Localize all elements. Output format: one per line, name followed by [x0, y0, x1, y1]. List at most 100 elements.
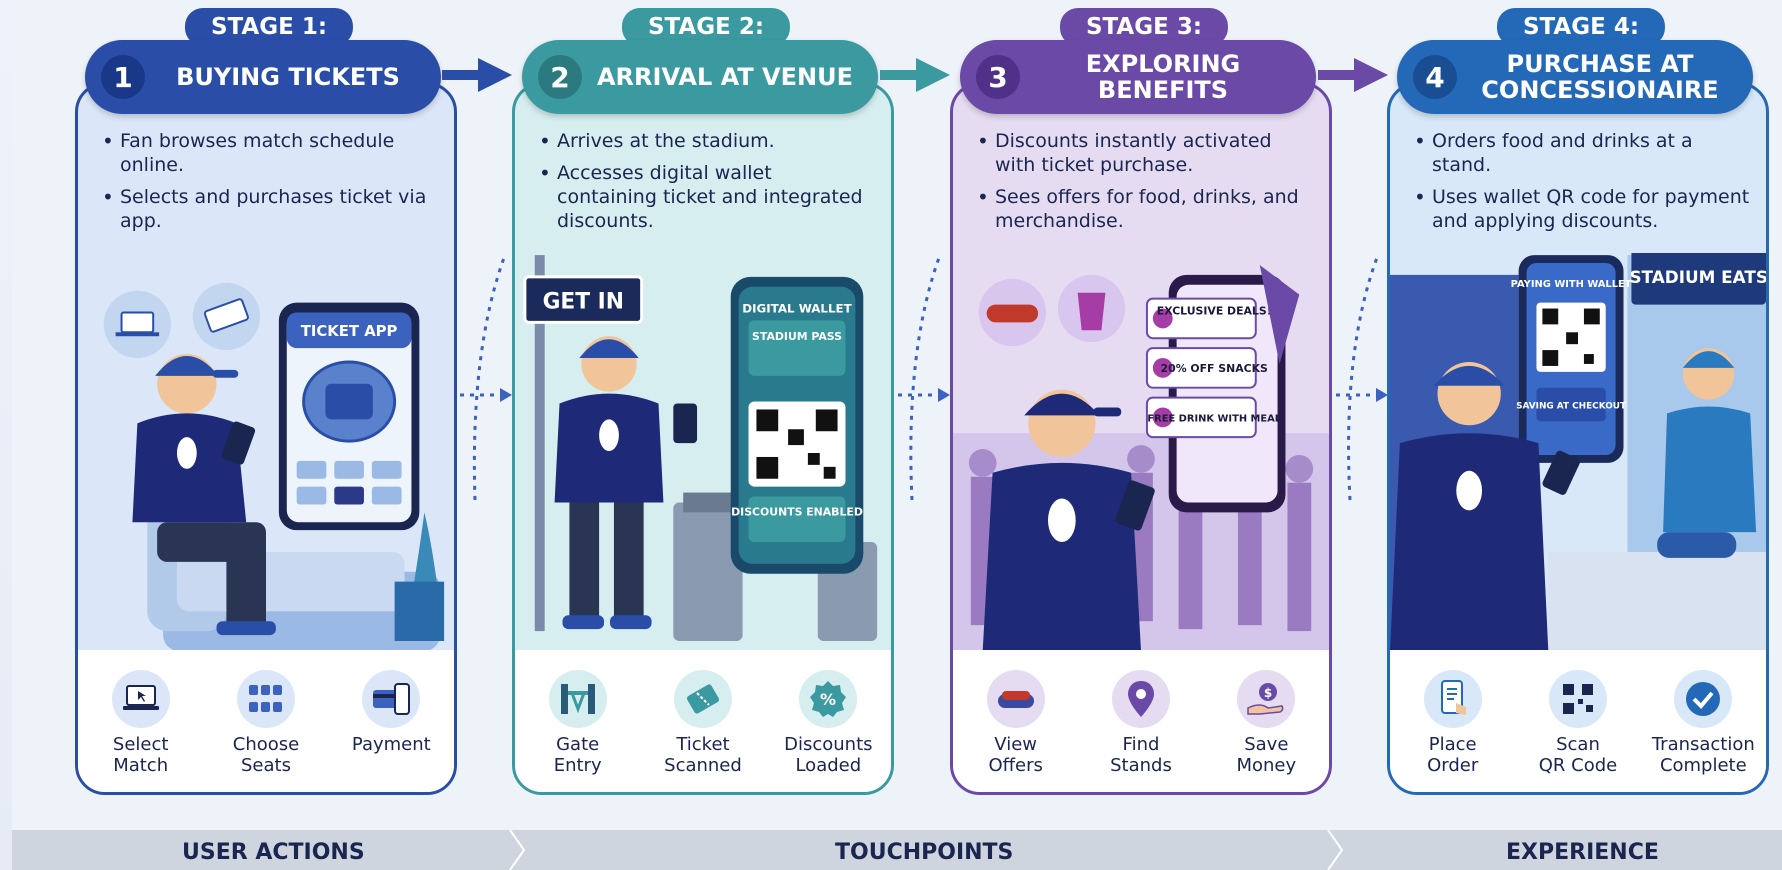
stage-title: BUYING TICKETS [176, 63, 400, 91]
stadium-eats-sign [1631, 253, 1766, 305]
icon-row: Place Order Scan QR Code Transaction Com… [1390, 650, 1766, 792]
bullet-list: Arrives at the stadium. Accesses digital… [537, 129, 875, 241]
svg-text:%: % [820, 690, 836, 709]
bullet: Fan browses match schedule online. [100, 129, 438, 177]
bullet: Orders food and drinks at a stand. [1412, 129, 1750, 177]
seats-icon [236, 670, 295, 728]
fan-figure [132, 354, 276, 636]
svg-text:EXCLUSIVE DEALS!: EXCLUSIVE DEALS! [1157, 304, 1272, 317]
bullet: Arrives at the stadium. [537, 129, 875, 153]
bullet: Uses wallet QR code for payment and appl… [1412, 185, 1750, 233]
icon-label: Gate Entry [553, 734, 602, 776]
icon-label: Ticket Scanned [664, 734, 742, 776]
stage-header: 3 EXPLORING BENEFITS [960, 40, 1316, 114]
stage-number: 4 [1413, 55, 1457, 99]
percent-badge-icon: % [799, 670, 858, 728]
svg-text:$: $ [1264, 686, 1272, 700]
icon-label: Save Money [1236, 734, 1297, 776]
bullet-list: Fan browses match schedule online. Selec… [100, 129, 438, 241]
money-hand-icon: $ [1237, 670, 1296, 728]
svg-text:DISCOUNTS ENABLED: DISCOUNTS ENABLED [731, 505, 863, 518]
icon-item-scan-qr: Scan QR Code [1523, 670, 1633, 776]
stage-title: EXPLORING BENEFITS [1085, 50, 1241, 104]
gate-icon [548, 670, 607, 728]
stage-header: 4 PURCHASE AT CONCESSIONAIRE [1397, 40, 1753, 114]
fan-figure [982, 389, 1155, 651]
icon-item-gate-entry: Gate Entry [523, 670, 633, 776]
stage-2: Arrives at the stadium. Accesses digital… [512, 0, 894, 800]
icon-item-find-stands: Find Stands [1086, 670, 1196, 776]
icon-item-discounts-loaded: % Discounts Loaded [773, 670, 883, 776]
bullet: Accesses digital wallet containing ticke… [537, 161, 875, 233]
stage-4: Orders food and drinks at a stand. Uses … [1387, 0, 1769, 800]
bullet: Discounts instantly activated with ticke… [975, 129, 1313, 177]
svg-text:PAYING WITH WALLET: PAYING WITH WALLET [1511, 279, 1632, 290]
stage-card: Fan browses match schedule online. Selec… [75, 82, 457, 795]
turnstile [673, 502, 743, 641]
icon-item-save-money: $ Save Money [1211, 670, 1321, 776]
icon-label: Place Order [1427, 734, 1479, 776]
card-phone-icon [362, 670, 421, 728]
scarf [1259, 265, 1300, 364]
svg-text:STADIUM EATS: STADIUM EATS [1629, 267, 1766, 287]
stage-card: Orders food and drinks at a stand. Uses … [1387, 82, 1769, 795]
icon-label: Scan QR Code [1538, 734, 1618, 776]
bullet-list: Discounts instantly activated with ticke… [975, 129, 1313, 241]
stage-1: Fan browses match schedule online. Selec… [75, 0, 457, 800]
vendor-figure [1663, 348, 1757, 533]
stage-card: Discounts instantly activated with ticke… [950, 82, 1332, 795]
footer-label-touchpoints: TOUCHPOINTS [835, 840, 1014, 865]
tap-order-icon [1423, 670, 1482, 728]
icon-label: Choose Seats [232, 734, 300, 776]
bullet: Sees offers for food, drinks, and mercha… [975, 185, 1313, 233]
stage-number: 3 [976, 55, 1020, 99]
qr-code-icon [1548, 670, 1607, 728]
stage-pill: STAGE 4: [1496, 8, 1666, 46]
icon-label: Discounts Loaded [784, 734, 873, 776]
stage-header: 1 BUYING TICKETS [85, 40, 441, 114]
icon-label: Find Stands [1110, 734, 1172, 776]
illustration-arrival: GET IN DIGITAL WALLET STADIUM PASS DISCO… [523, 255, 878, 641]
app-title: TICKET APP [301, 323, 398, 340]
stage-title: PURCHASE AT CONCESSIONAIRE [1481, 50, 1719, 104]
icon-row: View Offers Find Stands $ Save Money [953, 650, 1329, 792]
icon-item-ticket-scanned: Ticket Scanned [648, 670, 758, 776]
icon-label: Transaction Complete [1651, 734, 1755, 776]
footer-label-user-actions: USER ACTIONS [182, 840, 365, 865]
bullet: Selects and purchases ticket via app. [100, 185, 438, 233]
stage-number: 1 [101, 55, 145, 99]
svg-text:GET IN: GET IN [543, 290, 624, 315]
sign-post [534, 255, 545, 632]
stage-title: ARRIVAL AT VENUE [596, 63, 853, 91]
laptop-cursor-icon [111, 670, 170, 728]
svg-text:SAVING AT CHECKOUT: SAVING AT CHECKOUT [1516, 401, 1627, 411]
stage-card: Arrives at the stadium. Accesses digital… [512, 82, 894, 795]
svg-text:DIGITAL WALLET: DIGITAL WALLET [742, 301, 852, 315]
stage-pill: STAGE 3: [1059, 8, 1229, 46]
stage-number: 2 [538, 55, 582, 99]
footer-band [12, 830, 1782, 870]
map-pin-icon [1111, 670, 1170, 728]
icon-item-place-order: Place Order [1398, 670, 1508, 776]
icon-label: Payment [351, 734, 431, 755]
icon-item-view-offers: View Offers [961, 670, 1071, 776]
icon-row: Select Match Choose Seats Payment [78, 650, 454, 792]
hotdog-icon [986, 670, 1045, 728]
stage-pill: STAGE 1: [184, 8, 354, 46]
illustration-exploring: EXCLUSIVE DEALS! 20% OFF SNACKS FREE DRI… [953, 265, 1329, 651]
illustration-purchase: STADIUM EATS PAYING WITH WALLET SAVING A… [1390, 253, 1766, 651]
icon-label: View Offers [988, 734, 1043, 776]
counter [1548, 551, 1766, 651]
get-in-sign [523, 275, 644, 324]
ticket-icon [673, 670, 732, 728]
fan-figure [1390, 361, 1580, 651]
icon-item-choose-seats: Choose Seats [211, 670, 321, 776]
icon-item-payment: Payment [336, 670, 446, 755]
stage-header: 2 ARRIVAL AT VENUE [522, 40, 878, 114]
icon-label: Select Match [112, 734, 169, 776]
icon-item-transaction-complete: Transaction Complete [1648, 670, 1758, 776]
bullet-list: Orders food and drinks at a stand. Uses … [1412, 129, 1750, 241]
check-circle-icon [1674, 670, 1733, 728]
footer-label-experience: EXPERIENCE [1506, 840, 1659, 865]
fan-figure [554, 336, 698, 630]
